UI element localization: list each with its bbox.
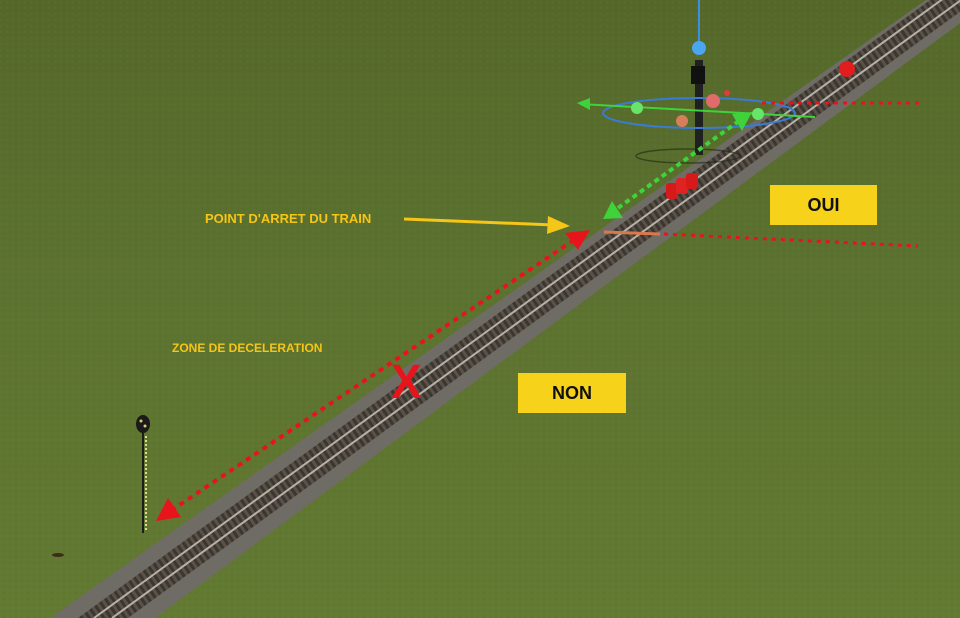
non-badge: NON — [518, 373, 626, 413]
oui-badge: OUI — [770, 185, 877, 225]
deceleration-zone-label: ZONE DE DECELERATION — [172, 341, 323, 355]
cross-mark-icon: X — [391, 353, 422, 409]
stop-marker-icon — [839, 61, 855, 77]
stop-point-label: POINT D'ARRET DU TRAIN — [205, 211, 372, 226]
signal-distance-arrow — [616, 119, 741, 210]
train-marker-cluster — [666, 173, 698, 199]
deceleration-arrow — [170, 238, 576, 512]
signal-icon — [695, 60, 703, 155]
deceleration-board — [52, 415, 150, 557]
stop-arrow — [403, 217, 555, 227]
gizmo-rotation-icon — [602, 97, 796, 129]
